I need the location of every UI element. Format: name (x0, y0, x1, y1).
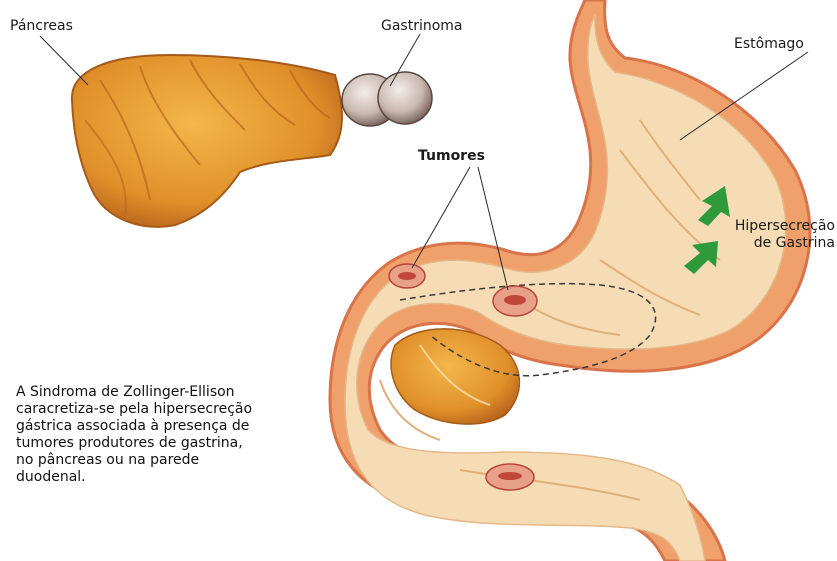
label-hypersecretion-line2: de Gastrina (700, 235, 835, 251)
caption-text: A Sindroma de Zollinger-Ellison caracret… (16, 384, 326, 486)
gastrinoma-mass (342, 72, 432, 126)
label-pancreas: Páncreas (10, 18, 73, 34)
label-gastrinoma: Gastrinoma (381, 18, 463, 34)
caption-line: caracretiza-se pela hipersecreção (16, 401, 326, 418)
tumor-2 (493, 286, 537, 316)
label-tumors: Tumores (418, 148, 485, 164)
caption-line: duodenal. (16, 469, 326, 486)
tumor-3 (486, 464, 534, 490)
caption-line: A Sindroma de Zollinger-Ellison (16, 384, 326, 401)
leader-pancreas (40, 36, 88, 85)
tumor-1 (389, 264, 425, 288)
pancreas-organ (72, 55, 342, 227)
label-stomach: Estômago (734, 36, 804, 52)
caption-line: no pâncreas ou na parede (16, 452, 326, 469)
label-hypersecretion-line1: Hipersecreção (700, 218, 835, 234)
caption-line: tumores produtores de gastrina, (16, 435, 326, 452)
caption-line: gástrica associada à presença de (16, 418, 326, 435)
